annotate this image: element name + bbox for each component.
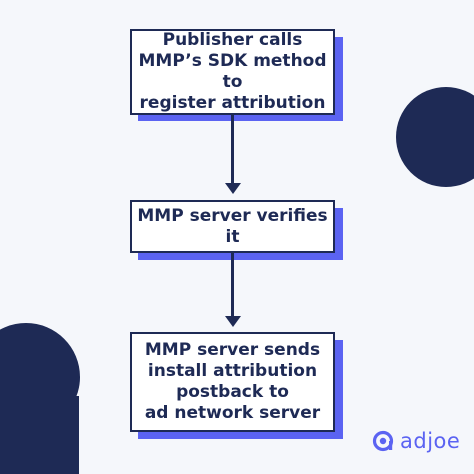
step-3-label: MMP server sends install attribution pos… (144, 340, 321, 423)
adjoe-logo: adjoe (372, 429, 460, 453)
step-2-box: MMP server verifies it (130, 200, 335, 253)
step-3-box: MMP server sends install attribution pos… (130, 332, 335, 432)
adjoe-logo-icon (372, 430, 394, 452)
adjoe-logo-text: adjoe (400, 429, 461, 453)
step-1-box: Publisher calls MMP’s SDK method to regi… (130, 29, 335, 115)
arrow-1-line (231, 115, 234, 184)
decorative-block-left (0, 396, 79, 474)
step-1-label: Publisher calls MMP’s SDK method to regi… (138, 30, 327, 113)
arrow-2-head (225, 316, 241, 327)
arrow-2-line (231, 253, 234, 317)
step-2-label: MMP server verifies it (137, 205, 328, 247)
decorative-circle-right (396, 87, 474, 187)
arrow-1-head (225, 183, 241, 194)
